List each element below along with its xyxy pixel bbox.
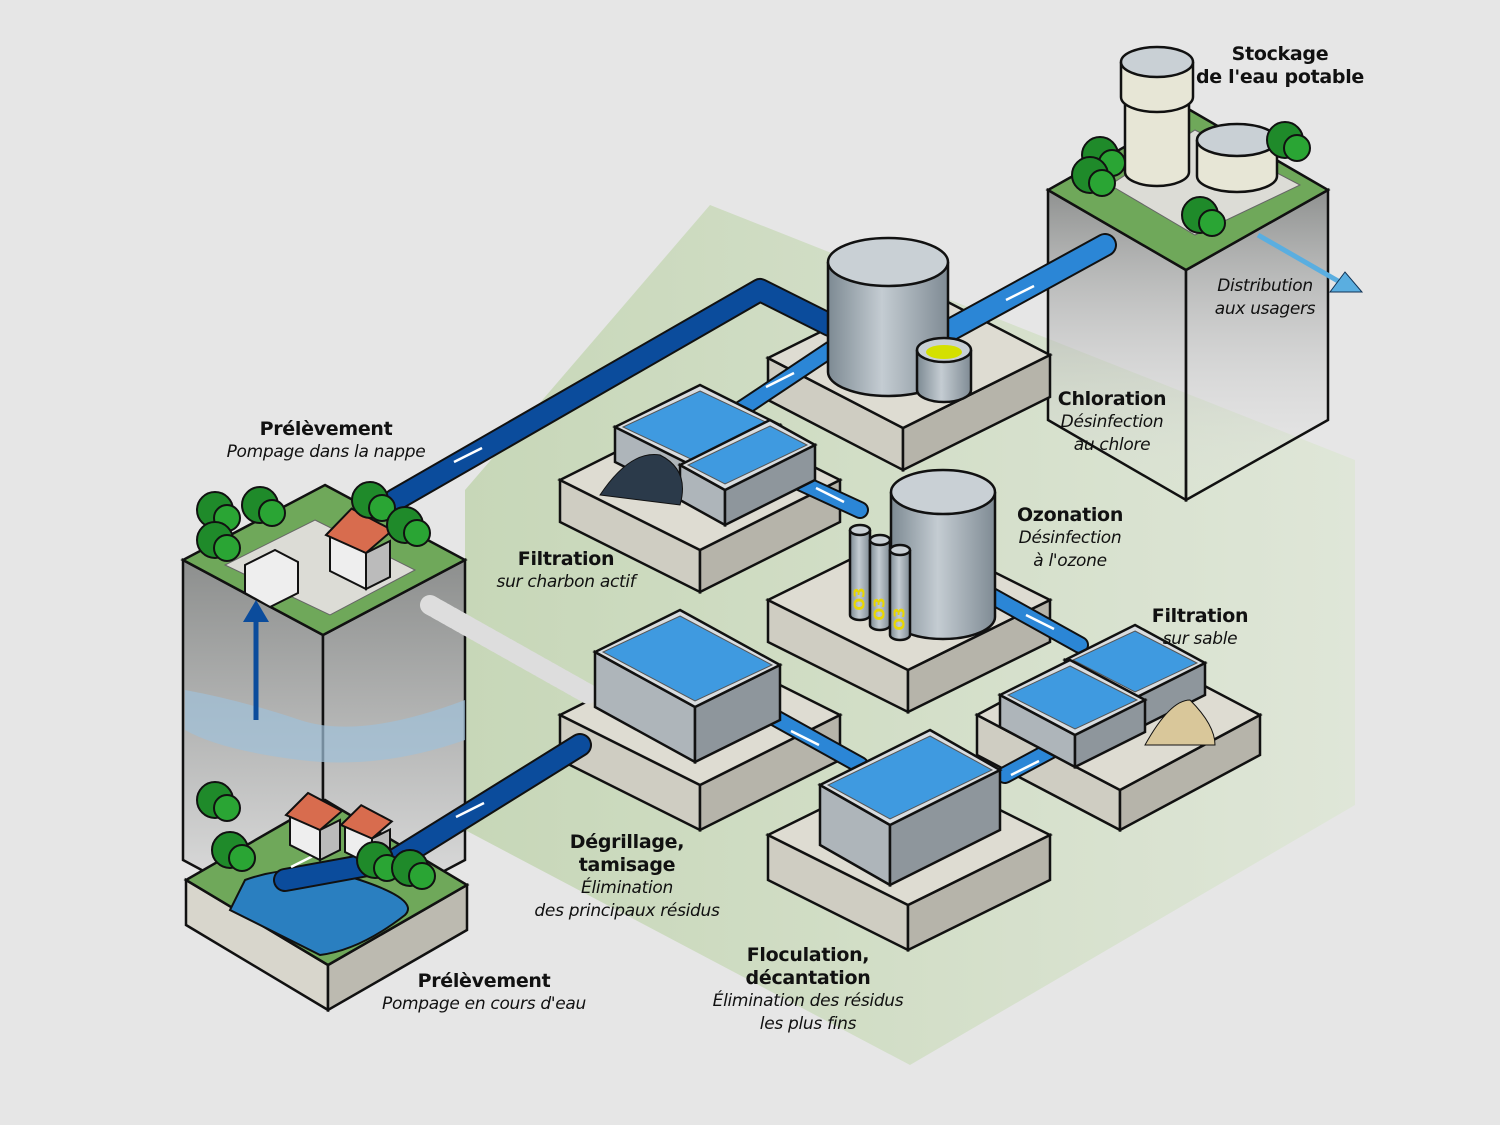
flow-arrow-icon [790,729,820,747]
tree-icon [241,486,286,527]
tree-icon [196,521,241,562]
pump-house-icon [244,548,299,609]
basin-sable-2 [997,658,1148,770]
flow-arrow-icon [1010,759,1040,777]
tree-icon [1181,196,1226,237]
flow-arrow-icon [765,371,795,389]
tree-icon [351,481,396,522]
ozone-tank-label: O3 [870,597,889,621]
flow-arrow-icon [455,801,485,819]
tree-icon [196,781,241,822]
house-icon [284,791,344,862]
basin-charbon-2 [677,418,818,528]
distribution-arrow-icon [1256,232,1347,288]
ozone-tank-label: O3 [890,607,909,631]
basin-floculation [817,728,1003,888]
flow-arrow-icon [1005,284,1035,302]
water-tower-top [1119,45,1195,114]
sand-pile [1144,699,1216,746]
tree-icon [391,849,436,890]
ozonation-tank [889,468,997,641]
tree-icon [1071,156,1116,197]
tree-icon [211,831,256,872]
ozone-tank-label: O3 [850,587,869,611]
charcoal-pile [599,454,683,506]
storage-reservoir [1195,122,1279,194]
basin-degrillage [592,608,783,765]
tree-icon [1266,121,1311,162]
ozone-gas-cylinder [888,543,912,642]
house-icon [324,507,395,591]
flow-arrow-icon [815,486,845,504]
pipe-groundwater-bypass [420,595,600,705]
tree-icon [386,506,431,547]
flow-arrow-icon [1025,613,1055,631]
chlorine-tank [915,336,973,404]
flow-arrow-icon [453,446,483,464]
